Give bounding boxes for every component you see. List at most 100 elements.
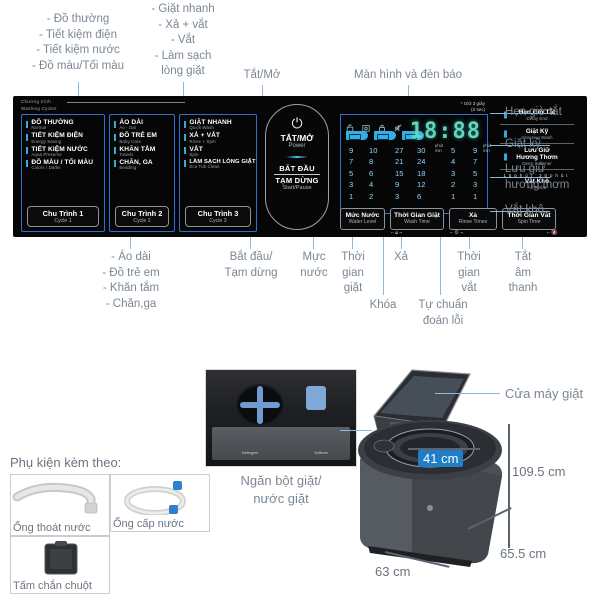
leader-line-power — [262, 85, 263, 96]
display-panel: * Giữ 3 giây (3 sec) 18:88 9 — [340, 101, 491, 214]
cycle-2-button[interactable]: Chu Trình 2 Cycle 2 — [115, 206, 169, 227]
program-header-en: Washing Cycles — [21, 105, 57, 111]
seven-segment-display: 18:88 — [409, 119, 481, 144]
program-row[interactable]: TIẾT KIỆM NƯỚC Aqua Preserve — [25, 146, 101, 158]
led-indicator-icon — [114, 160, 117, 168]
power-label-en: Power — [288, 143, 306, 149]
water-level-button[interactable]: Mức Nước Water Level — [340, 208, 385, 230]
grid-value: 5 — [451, 146, 456, 155]
grid-value: 30 — [417, 146, 426, 155]
cycle-1-button[interactable]: Chu Trình 1 Cycle 1 — [27, 206, 99, 227]
callout-display: Màn hình và đèn báo — [353, 69, 463, 81]
program-row[interactable]: ĐỒ THƯỜNG Normal — [25, 119, 101, 131]
program-label-vn: GIẶT NHANH — [189, 119, 232, 126]
leader-line-rinse — [401, 237, 402, 249]
leader-line-display — [408, 85, 409, 96]
program-row[interactable]: CHĂN, GA Bedding — [113, 159, 171, 171]
air-turbo-label-en: Air Turbo — [527, 185, 547, 190]
callout-water-level: Mực nước — [300, 251, 328, 279]
spin-time-button[interactable]: Thời Gian Vắt Spin Time — [502, 208, 556, 230]
wash-time-label-en: Wash Time — [404, 219, 430, 225]
accessory-label: Ống cấp nước — [113, 518, 184, 530]
cycle-group-3: GIẶT NHANH Quick Wash XẢ + VẮT Rinse + S… — [179, 114, 257, 232]
program-label-en: Eco Tub Clean — [189, 164, 220, 170]
program-label-en: Quick Wash — [189, 125, 214, 131]
deep-softener-button[interactable]: Lưu Giữ Hương Thơm Deep Softener — [500, 143, 574, 169]
leader-line-sound-off — [522, 237, 523, 249]
air-turbo-button[interactable]: 15phút 30phút Vắt Khô Air Turbo — [500, 169, 574, 193]
program-row[interactable]: GIẶT NHANH Quick Wash — [183, 119, 253, 131]
program-label-en: Towels — [119, 151, 134, 157]
tub-icon — [362, 119, 370, 132]
cycle-1-label-vn: Chu Trình 1 — [42, 209, 84, 218]
cycle-group-1: ĐỒ THƯỜNG Normal TIẾT KIỆM ĐIỆN Energy S… — [21, 114, 105, 232]
depth-dimension-label: 65.5 cm — [500, 546, 547, 561]
leader-line-softener — [490, 177, 550, 178]
grid-value: 1 — [349, 191, 354, 201]
program-row[interactable]: KHĂN TẮM Towels — [113, 146, 171, 158]
leader-line-self-diagnosis — [440, 237, 441, 295]
power-icon: ⏻ — [291, 115, 303, 131]
led-indicator-icon — [26, 133, 29, 141]
program-row[interactable]: VẮT Spin — [183, 146, 253, 158]
power-start-capsule[interactable]: ⏻ TẮT/MỞ Power BẮT ĐẦU TẠM DỪNG Start/Pa… — [265, 104, 329, 230]
option-column: Hẹn Giờ Tắt Delay End Giặt Kỹ Intensive … — [500, 106, 574, 230]
program-row[interactable]: XẢ + VẮT Rinse + Spin — [183, 132, 253, 144]
program-row[interactable]: ĐỒ TRẺ EM Baby Care — [113, 132, 171, 144]
start-label-line2: TẠM DỪNG — [275, 176, 319, 185]
cycle-3-button[interactable]: Chu Trình 3 Cycle 3 — [185, 206, 251, 227]
program-row[interactable]: TIẾT KIỆM ĐIỆN Energy Saving — [25, 132, 101, 144]
grid-value: 3 — [349, 180, 354, 190]
grid-value: 4 — [451, 157, 456, 167]
lock-open-icon — [346, 119, 354, 132]
unit-label-wash: phút min — [435, 143, 444, 153]
led-indicator-icon — [184, 120, 187, 128]
delay-end-button[interactable]: Hẹn Giờ Tắt Delay End — [500, 106, 574, 124]
program-label-vn: XẢ + VẮT — [189, 132, 221, 140]
led-indicator-icon — [114, 147, 117, 155]
callout-wash-time: Thời gian giặt — [341, 251, 365, 295]
intensive-wash-label-vn: Giặt Kỹ — [525, 128, 549, 135]
grid-value: 8 — [369, 157, 374, 167]
supply-hose-icon — [111, 479, 209, 516]
water-level-label-vn: Mức Nước — [345, 212, 380, 219]
led-indicator-icon — [26, 120, 29, 128]
callout-intensive-wash: Giặt kỹ — [505, 138, 541, 150]
callout-power: Tắt/Mở — [243, 69, 281, 81]
wash-time-button[interactable]: Thời Gian Giặt Wash Time — [390, 208, 444, 230]
intensive-wash-label-en: Intensive Wash — [521, 135, 553, 140]
program-label-vn: LÀM SẠCH LÒNG GIẶT — [189, 158, 256, 165]
rinse-times-button[interactable]: Xả Rinse Times — [449, 208, 497, 230]
start-label-en: Start/Pause — [282, 185, 312, 191]
leader-line-spin-time — [469, 237, 470, 249]
cycle-3-label-en: Cycle 3 — [209, 218, 227, 224]
grid-value: 7 — [349, 157, 354, 167]
program-row[interactable]: LÀM SẠCH LÒNG GIẶT Eco Tub Clean — [183, 158, 256, 170]
number-column-water-b: 10 8 6 4 2 — [369, 145, 395, 202]
number-column-wash-a: 27 21 15 9 3 — [395, 145, 421, 202]
program-row[interactable]: ĐỒ MÀU / TỐI MÀU Colors / Darks — [25, 159, 101, 171]
cycle-2-label-vn: Chu Trình 2 — [121, 209, 163, 218]
power-label-vn: TẮT/MỞ — [280, 133, 314, 143]
program-label-vn: ĐỒ TRẺ EM — [119, 132, 157, 140]
number-grid: 9 7 5 3 1 10 8 6 4 2 27 21 15 9 3 30 — [343, 143, 491, 211]
program-label-vn: ĐỒ MÀU / TỐI MÀU — [31, 158, 94, 166]
grid-value: 3 — [473, 180, 478, 190]
mouse-guard-icon — [11, 541, 109, 577]
program-label-en: Colors / Darks — [31, 165, 61, 171]
program-label-vn: TIẾT KIỆM NƯỚC — [31, 145, 88, 153]
grid-value: 3 — [451, 168, 456, 178]
grid-value: 12 — [417, 180, 426, 190]
leader-line-cycle2 — [130, 237, 131, 249]
intensive-wash-button[interactable]: Giặt Kỹ Intensive Wash — [500, 124, 574, 143]
child-lock-hint-icon: ⌐︎🔒︎¬ — [391, 230, 404, 236]
grid-value: 5 — [349, 168, 354, 178]
led-indicator-icon — [114, 120, 117, 128]
padlock-icon — [378, 119, 386, 132]
start-underline — [274, 174, 320, 175]
leader-line-delay-end — [490, 113, 550, 114]
width-dimension-label: 63 cm — [375, 564, 411, 579]
program-row[interactable]: ÁO DÀI Ao - Dai — [113, 119, 171, 131]
leader-line-door — [435, 393, 500, 394]
rinse-label-en: Rinse Times — [458, 219, 488, 225]
